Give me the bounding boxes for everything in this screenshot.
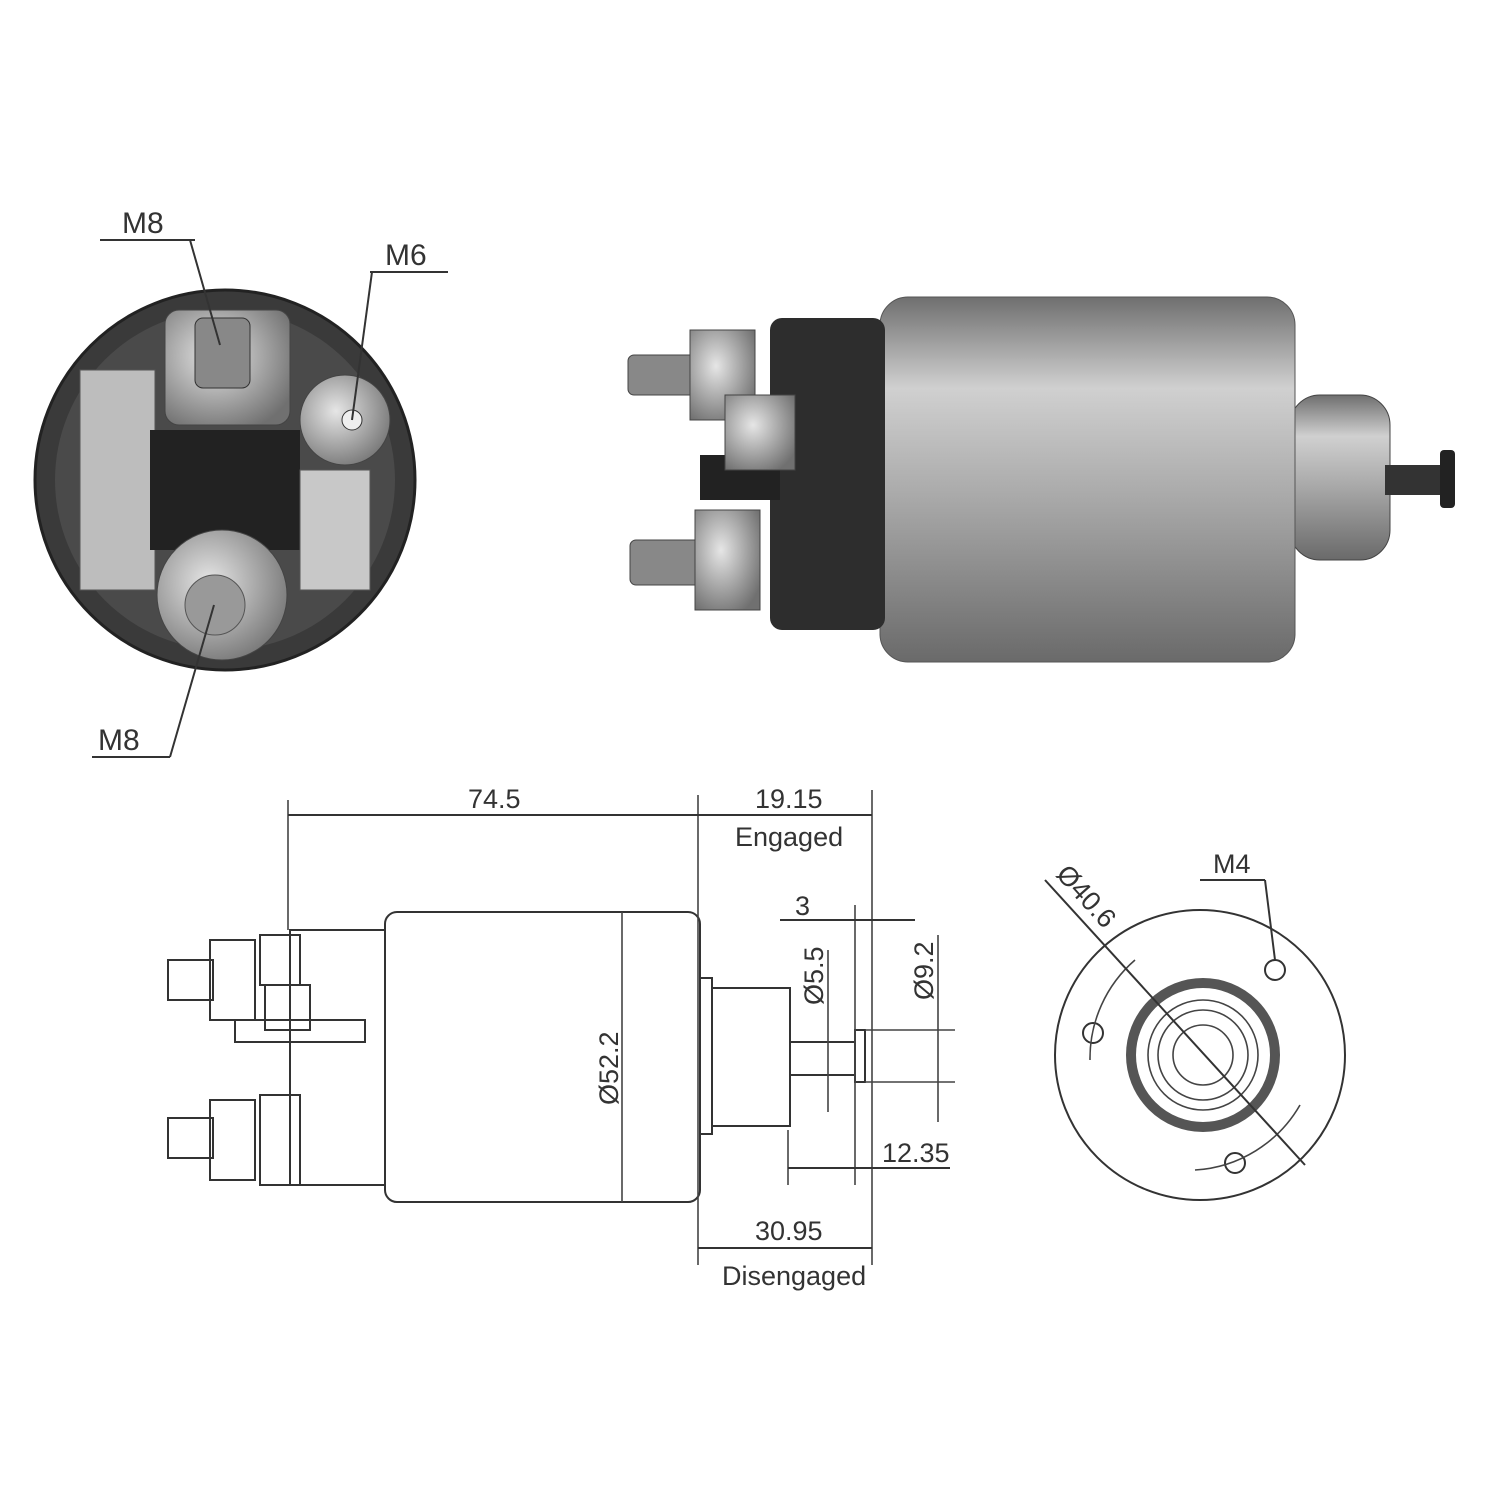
dim-disengaged: 30.95 xyxy=(755,1216,823,1246)
dim-body-diameter: Ø52.2 xyxy=(594,1031,624,1105)
dim-bolt-circle: Ø40.6 xyxy=(1051,859,1123,934)
dim-rod-diameter: Ø5.5 xyxy=(799,946,829,1005)
dim-engaged: 19.15 xyxy=(755,784,823,814)
dim-thread: M4 xyxy=(1213,849,1251,879)
bottom-m8-terminal xyxy=(156,529,288,661)
label-m6: M6 xyxy=(385,239,427,272)
side-view-drawing: 74.5 19.15 Engaged 3 Ø5.5 Ø9.2 Ø52.2 12.… xyxy=(167,784,955,1291)
engaged-label: Engaged xyxy=(735,822,843,852)
m6-terminal xyxy=(299,374,391,466)
dim-disc-thickness: 3 xyxy=(795,891,810,921)
dim-overall-length: 74.5 xyxy=(468,784,521,814)
disengaged-label: Disengaged xyxy=(722,1261,866,1291)
top-m8-terminal xyxy=(164,309,291,426)
front-view-drawing: Ø40.6 M4 xyxy=(1044,849,1346,1201)
label-bottom-m8: M8 xyxy=(98,724,140,757)
dim-disc-diameter: Ø9.2 xyxy=(909,941,939,1000)
side-view-photo xyxy=(627,296,1455,663)
dim-rod-length: 12.35 xyxy=(882,1138,950,1168)
end-view-photo: M8 M6 M8 xyxy=(33,207,448,758)
label-top-m8: M8 xyxy=(122,207,164,240)
